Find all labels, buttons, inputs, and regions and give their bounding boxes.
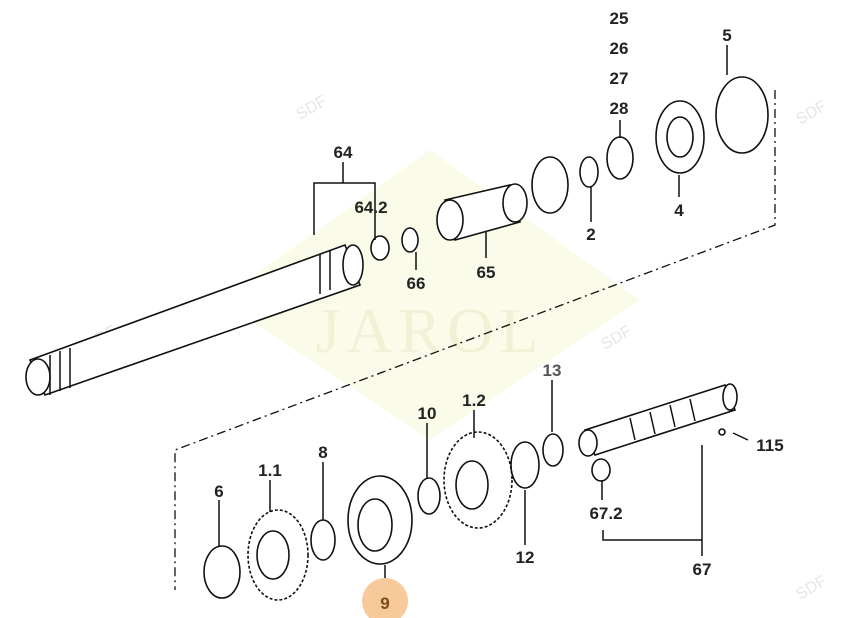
watermark: JAROL SDF SDF SDF SDF SDF: [84, 93, 830, 604]
bushing-67-2: [591, 458, 611, 482]
callout-labels: 25 26 27 28 5 64 64.2 66 65 2 4 13 1.2 1…: [214, 9, 783, 613]
label-66[interactable]: 66: [407, 274, 426, 293]
svg-text:SDF: SDF: [794, 573, 830, 604]
label-4[interactable]: 4: [674, 201, 684, 220]
label-67-2[interactable]: 67.2: [589, 504, 622, 523]
ring-2: [579, 156, 599, 188]
shaft-64: [25, 235, 390, 397]
label-12[interactable]: 12: [516, 548, 535, 567]
svg-text:JAROL: JAROL: [315, 295, 544, 366]
gear-1-2: [443, 431, 513, 529]
ball-115: [718, 428, 726, 436]
gear-1-1: [247, 509, 309, 601]
label-67[interactable]: 67: [693, 560, 712, 579]
ring-13: [542, 433, 564, 467]
label-8[interactable]: 8: [318, 443, 327, 462]
label-27[interactable]: 27: [610, 69, 629, 88]
ring-10: [417, 477, 441, 515]
svg-text:SDF: SDF: [294, 93, 330, 124]
label-5[interactable]: 5: [722, 26, 731, 45]
bearing-4: [655, 100, 705, 174]
ring-8: [310, 519, 336, 561]
label-64[interactable]: 64: [334, 143, 353, 162]
seal: [531, 156, 569, 214]
svg-text:SDF: SDF: [794, 98, 830, 129]
label-13[interactable]: 13: [543, 361, 562, 380]
leader-lines: [218, 45, 749, 600]
label-26[interactable]: 26: [610, 39, 629, 58]
label-28[interactable]: 28: [610, 99, 629, 118]
label-64-2[interactable]: 64.2: [354, 198, 387, 217]
ring-66: [401, 227, 419, 253]
label-6[interactable]: 6: [214, 482, 223, 501]
highlight-circle[interactable]: [362, 578, 408, 618]
sleeve-65: [436, 183, 528, 241]
circlip-5: [715, 76, 769, 154]
ring-28: [606, 136, 634, 180]
label-1-2[interactable]: 1.2: [462, 391, 486, 410]
shaft-67: [578, 383, 738, 457]
label-65[interactable]: 65: [477, 263, 496, 282]
ring-12: [510, 441, 540, 489]
label-1-1[interactable]: 1.1: [258, 461, 282, 480]
label-25[interactable]: 25: [610, 9, 629, 28]
label-10[interactable]: 10: [418, 404, 437, 423]
washer-6: [203, 545, 241, 599]
label-2[interactable]: 2: [586, 225, 595, 244]
svg-text:SDF: SDF: [599, 323, 635, 354]
synchronizer-9: [347, 475, 413, 565]
label-9[interactable]: 9: [380, 594, 389, 613]
label-115[interactable]: 115: [756, 436, 783, 455]
